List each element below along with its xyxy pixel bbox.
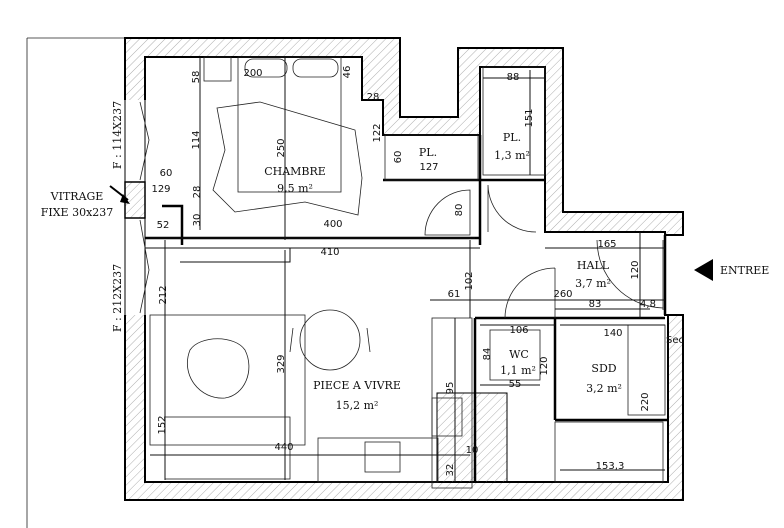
dim-label: 83 — [589, 299, 602, 310]
arrow-head-icon — [120, 194, 130, 204]
dim-label: 165 — [597, 239, 616, 250]
dim-label: 95 — [445, 382, 456, 395]
duvet — [212, 101, 363, 216]
nightstand — [203, 56, 232, 82]
sofa — [164, 416, 291, 480]
toilet — [489, 329, 541, 381]
room-name-wc: WC — [509, 348, 529, 361]
room-name-placard-small: PL. — [419, 146, 437, 159]
room-area-wc: 1,1 m² — [500, 364, 536, 377]
dim-label: 61 — [448, 289, 461, 300]
dim-label: 114 — [191, 130, 202, 149]
room-name-sdd: SDD — [591, 362, 616, 375]
bedroom-door[interactable] — [424, 189, 471, 236]
dim-label: 80 — [454, 204, 465, 217]
room-name-chambre: CHAMBRE — [264, 165, 326, 178]
entry-door[interactable] — [596, 239, 664, 310]
room-name-living: PIECE A VIVRE — [313, 379, 401, 392]
room-area-chambre: 9,5 m² — [277, 182, 313, 195]
room-name-placard: PL. — [503, 131, 521, 144]
entree-label: ENTREE — [720, 264, 769, 277]
dim-label: 88 — [507, 72, 520, 83]
dim-label: 400 — [323, 219, 342, 230]
room-area-living: 15,2 m² — [336, 399, 379, 412]
dining-table — [299, 309, 361, 371]
dim-label: 220 — [640, 392, 651, 411]
chairs — [289, 327, 371, 353]
dim-label: 153,3 — [596, 461, 625, 472]
room-area-hall: 3,7 m² — [575, 277, 611, 290]
dim-label: 151 — [524, 108, 535, 127]
dim-label: 30 — [192, 214, 203, 227]
room-area-sdd: 3,2 m² — [586, 382, 622, 395]
wc-door[interactable] — [504, 267, 556, 319]
dim-label: 4,8 — [640, 299, 656, 310]
bed — [237, 56, 342, 193]
closet-door[interactable] — [487, 184, 537, 233]
dim-label: 250 — [276, 138, 287, 157]
vitrage-label: VITRAGE — [50, 190, 104, 203]
window-bottom-label: F : 212X237 — [111, 264, 124, 332]
sink — [364, 441, 401, 473]
dim-label: 410 — [320, 247, 339, 258]
window-casement — [139, 101, 150, 314]
room-area-placard: 1,3 m² — [494, 149, 530, 162]
dim-label: 260 — [553, 289, 572, 300]
dim-label: 212 — [158, 285, 169, 304]
dim-label: 102 — [464, 271, 475, 290]
dim-label: 129 — [151, 184, 170, 195]
shower — [554, 421, 664, 483]
dim-label: 32 — [445, 464, 456, 477]
dim-label: 60 — [393, 151, 404, 164]
bedroom-partition — [145, 135, 545, 245]
dim-label: 329 — [276, 354, 287, 373]
dim-label: 106 — [509, 325, 528, 336]
oven — [431, 397, 463, 437]
pillow — [292, 58, 339, 78]
dim-label: 120 — [539, 356, 550, 375]
dim-label: 55 — [509, 379, 522, 390]
window-top-label: F : 114X237 — [111, 101, 124, 169]
dim-label: 152 — [157, 415, 168, 434]
dim-label: 120 — [630, 260, 641, 279]
dim-label: 28 — [367, 92, 380, 103]
dim-label: 28 — [192, 186, 203, 199]
vitrage-size-label: FIXE 30x237 — [41, 206, 114, 219]
dim-label: 122 — [372, 123, 383, 142]
rug — [187, 338, 250, 399]
dim-label: 52 — [157, 220, 170, 231]
dimension-labels: 200 28 88 60 129 52 400 410 165 61 260 8… — [151, 68, 656, 472]
entrance-arrow-icon — [694, 259, 713, 281]
wc-sdd-partitions — [162, 204, 668, 482]
dim-label: 46 — [342, 66, 353, 79]
sec-label: Sec — [666, 335, 684, 346]
closet — [482, 66, 546, 176]
dim-label: 140 — [603, 328, 622, 339]
room-name-hall: HALL — [577, 259, 610, 272]
kitchen-counter — [317, 437, 439, 483]
dim-label: 200 — [243, 68, 262, 79]
dim-label: 10 — [466, 445, 479, 456]
pillow — [244, 58, 288, 78]
dim-placard-small: 127 — [419, 162, 438, 173]
dim-label: 60 — [160, 168, 173, 179]
dimension-labels-vertical: 58 46 122 60 151 114 250 28 80 30 120 21… — [157, 66, 651, 477]
rug-area — [149, 314, 306, 446]
dimension-lines — [145, 57, 665, 482]
dim-label: 58 — [191, 71, 202, 84]
dim-label: 440 — [274, 442, 293, 453]
site-boundary — [26, 37, 125, 528]
dim-label: 84 — [482, 348, 493, 361]
closet-small — [384, 134, 479, 181]
